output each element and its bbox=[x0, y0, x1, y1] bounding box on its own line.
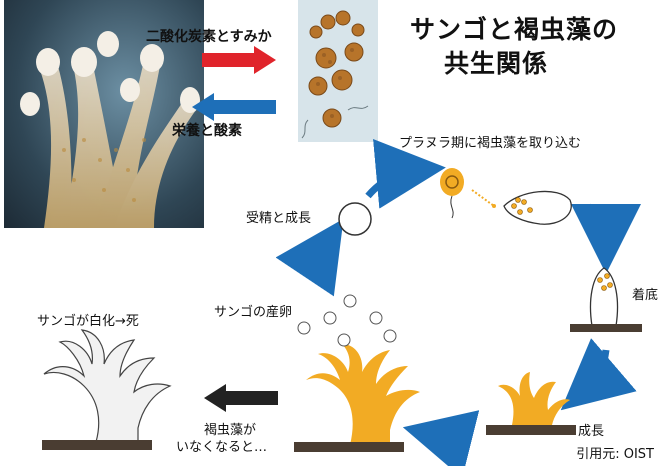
coral-polyp-photo bbox=[4, 0, 204, 228]
label-loss-line1: 褐虫藻が bbox=[204, 423, 257, 438]
label-bleaching-death: サンゴが白化→死 bbox=[37, 314, 139, 329]
diagram-title-line2: 共生関係 bbox=[444, 49, 549, 78]
label-planula-uptake: プラヌラ期に褐虫藻を取り込む bbox=[399, 136, 582, 151]
young-coral-illustration bbox=[486, 372, 576, 435]
cycle-arrow-spawn-to-egg bbox=[275, 218, 344, 297]
label-fertilization-growth: 受精と成長 bbox=[246, 211, 312, 226]
adult-coral-illustration bbox=[294, 294, 420, 452]
cycle-arrow-growth-to-adult bbox=[402, 410, 480, 466]
diagram-title-line1: サンゴと褐虫藻の bbox=[410, 15, 619, 44]
label-co2-habitat: 二酸化炭素とすみか bbox=[146, 29, 272, 45]
cycle-arrow-planula-to-settle bbox=[570, 203, 641, 274]
cycle-arrow-settle-to-growth bbox=[560, 338, 637, 411]
black-arrow-left bbox=[204, 384, 278, 412]
label-nutrients-oxygen: 栄養と酸素 bbox=[172, 123, 242, 139]
bleached-coral-illustration bbox=[42, 329, 172, 450]
settled-polyp-illustration bbox=[570, 267, 642, 332]
red-arrow-right bbox=[202, 46, 276, 74]
label-settlement: 着底 bbox=[632, 288, 659, 303]
blue-arrow-left bbox=[192, 93, 276, 121]
planula-uptake-illustration bbox=[440, 168, 572, 225]
label-loss-line2: いなくなると… bbox=[176, 440, 268, 455]
fertilized-egg bbox=[338, 202, 372, 236]
label-growth: 成長 bbox=[578, 424, 605, 439]
source-credit: 引用元: OIST bbox=[573, 443, 657, 462]
cycle-arrow-egg-to-planula bbox=[365, 138, 446, 209]
label-spawning: サンゴの産卵 bbox=[214, 305, 293, 320]
zooxanthellae-micrograph bbox=[298, 0, 378, 142]
